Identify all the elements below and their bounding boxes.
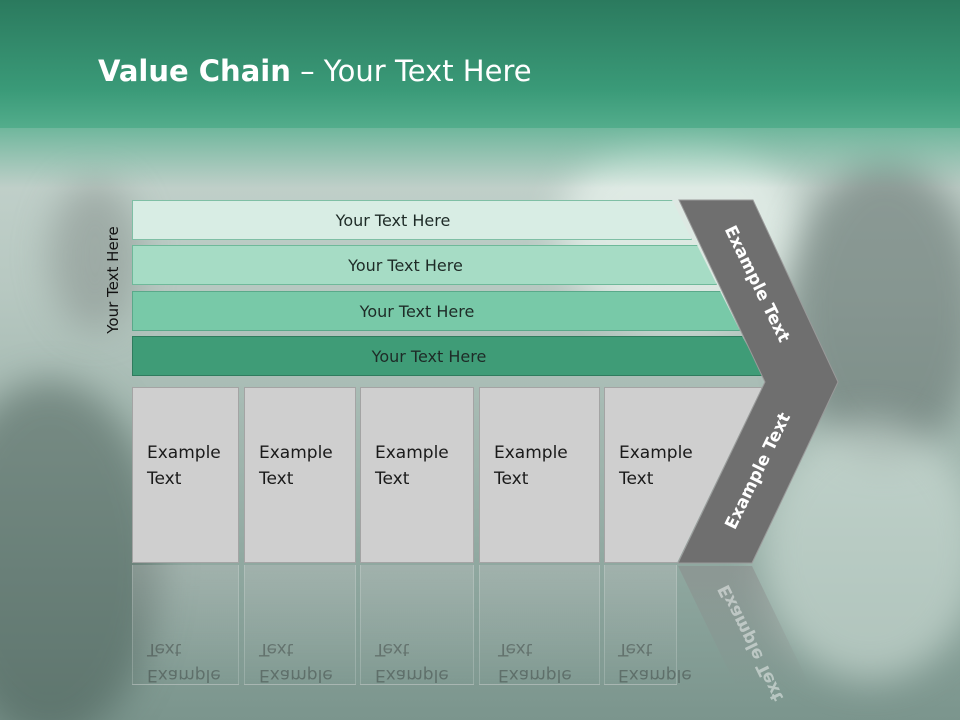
activity-box-4: Example Text — [479, 387, 600, 563]
activity-box-1-line1: Example — [147, 443, 221, 463]
band-2-label: Your Text Here — [348, 255, 463, 275]
band-2: Your Text Here — [132, 245, 717, 285]
title-bar-fade — [0, 128, 960, 188]
band-4-label: Your Text Here — [371, 346, 487, 366]
band-1-label: Your Text Here — [335, 210, 451, 230]
activity-box-2-line2: Text — [259, 469, 294, 489]
background-photo-hand — [50, 180, 140, 330]
activity-box-3-line1: Example — [375, 443, 449, 463]
activity-box-4-line2: Text — [494, 469, 529, 489]
activity-box-1: Example Text — [132, 387, 239, 563]
activity-box-3-line2: Text — [375, 469, 410, 489]
reflection-box-5 — [604, 565, 677, 685]
activity-box-2: Example Text — [244, 387, 356, 563]
activity-box-2-line1: Example — [259, 443, 333, 463]
band-3: Your Text Here — [132, 291, 740, 331]
activity-box-1-line2: Text — [147, 469, 182, 489]
margin-chevron-reflection — [678, 566, 812, 690]
band-3-label: Your Text Here — [359, 301, 475, 321]
band-4: Your Text Here — [132, 336, 764, 376]
activity-box-5-line2: Text — [619, 469, 654, 489]
title-rest: – Your Text Here — [290, 54, 532, 88]
slide-title: Value Chain – Your Text Here — [98, 54, 532, 88]
title-bar — [0, 0, 960, 128]
title-bold: Value Chain — [98, 54, 291, 88]
activity-box-5-line1: Example — [619, 443, 693, 463]
reflection-box-2 — [244, 565, 356, 685]
activity-box-4-line1: Example — [494, 443, 568, 463]
reflection-box-3 — [360, 565, 474, 685]
reflection-box-4 — [479, 565, 600, 685]
margin-chevron — [677, 199, 839, 564]
band-1: Your Text Here — [132, 200, 692, 240]
activity-box-3: Example Text — [360, 387, 474, 563]
reflection-box-1 — [132, 565, 239, 685]
